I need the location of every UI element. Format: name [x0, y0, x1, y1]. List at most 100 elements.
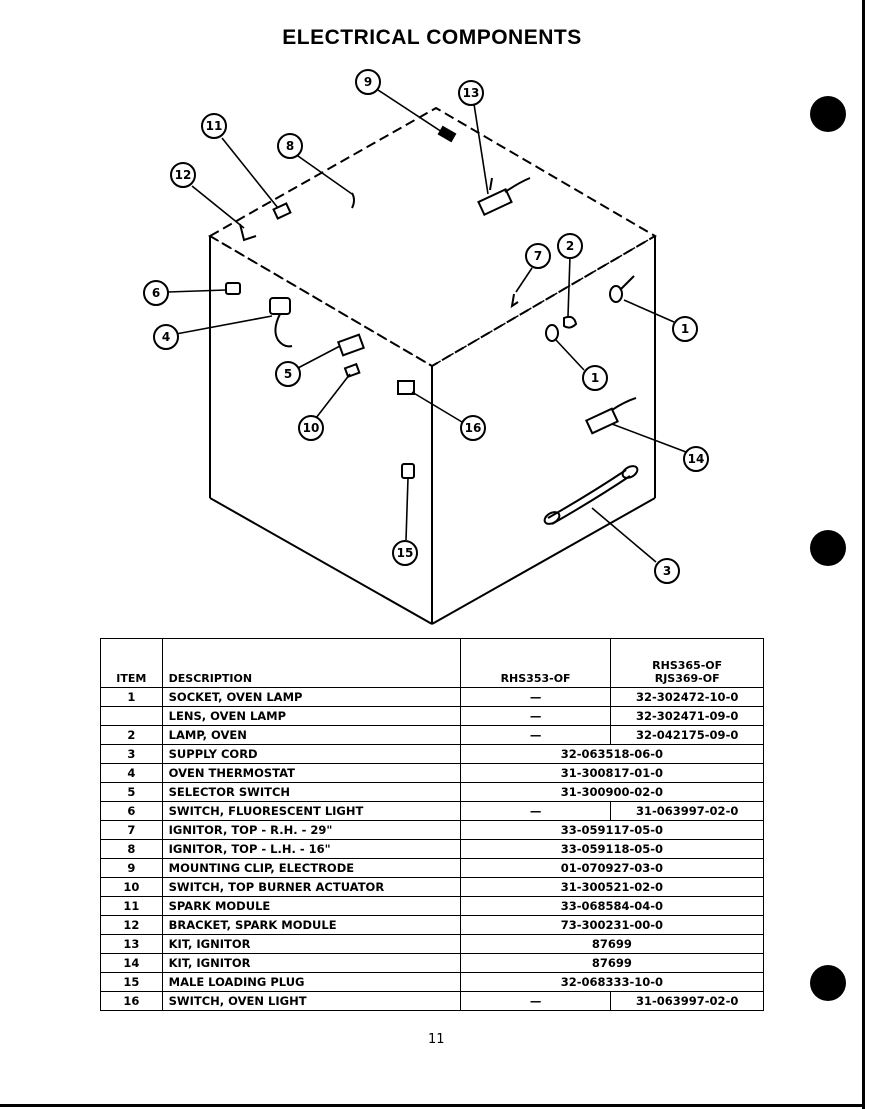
row-item: 3: [100, 744, 163, 764]
binder-hole-bottom: [810, 965, 846, 1001]
header-description: DESCRIPTION: [161, 638, 461, 688]
header-model-b-line2: RJS369-OF: [654, 672, 720, 685]
row-item: 15: [100, 972, 163, 992]
part-male-loading-plug: [401, 463, 415, 479]
part-supply-cord: [543, 465, 639, 525]
callout-9: 9: [364, 75, 372, 89]
table-row: LENS, OVEN LAMP—32-302471-09-0: [100, 706, 764, 726]
row-part-number-a: —: [459, 687, 612, 707]
binder-hole-top: [810, 96, 846, 132]
row-description: OVEN THERMOSTAT: [161, 763, 461, 783]
row-item: 4: [100, 763, 163, 783]
row-item: 10: [100, 877, 163, 897]
row-part-number-shared: 87699: [459, 953, 765, 973]
part-spark-bracket: [239, 223, 257, 242]
part-lamp-socket: [609, 285, 623, 303]
row-part-number-b: 32-042175-09-0: [610, 725, 764, 745]
callout-13: 13: [463, 86, 480, 100]
row-part-number-shared: 32-063518-06-0: [459, 744, 765, 764]
callout-8: 8: [286, 139, 294, 153]
header-model-a: RHS353-OF: [459, 638, 612, 688]
part-spark-module: [272, 202, 292, 220]
row-item: 2: [100, 725, 163, 745]
part-fluorescent-switch: [225, 282, 241, 295]
callout-7: 7: [534, 249, 542, 263]
part-ignitor-left: [351, 192, 355, 209]
row-item: [100, 706, 163, 726]
row-description: SOCKET, OVEN LAMP: [161, 687, 461, 707]
callout-14: 14: [688, 452, 705, 466]
row-item: 9: [100, 858, 163, 878]
callout-1b: 1: [591, 371, 599, 385]
page-number: 11: [428, 1032, 445, 1047]
row-part-number-b: 31-063997-02-0: [610, 801, 764, 821]
row-part-number-shared: 31-300521-02-0: [459, 877, 765, 897]
part-oven-light-switch: [397, 380, 415, 395]
cabinet-hidden-edges: [209, 235, 656, 367]
row-part-number-shared: 01-070927-03-0: [459, 858, 765, 878]
row-part-number-shared: 87699: [459, 934, 765, 954]
callout-12: 12: [175, 168, 192, 182]
callout-1a: 1: [681, 322, 689, 336]
part-selector-switch: [336, 333, 366, 357]
row-part-number-shared: 33-059118-05-0: [459, 839, 765, 859]
row-item: 12: [100, 915, 163, 935]
part-burner-actuator: [343, 362, 361, 379]
callout-6: 6: [152, 286, 160, 300]
part-ignitor-kit-right: [585, 397, 637, 435]
row-description: MALE LOADING PLUG: [161, 972, 461, 992]
row-part-number-shared: 32-068333-10-0: [459, 972, 765, 992]
row-part-number-b: 31-063997-02-0: [610, 991, 764, 1011]
page-title: ELECTRICAL COMPONENTS: [282, 26, 582, 49]
row-description: SWITCH, OVEN LIGHT: [161, 991, 461, 1011]
row-description: KIT, IGNITOR: [161, 953, 461, 973]
page-border-bottom: [0, 1104, 865, 1107]
callout-labels: 9 13 11 8 12 7 2 6 1 4 1 5 10 16 14 15 3: [152, 75, 705, 578]
row-part-number-a: —: [459, 801, 612, 821]
row-description: SELECTOR SWITCH: [161, 782, 461, 802]
row-part-number-shared: 73-300231-00-0: [459, 915, 765, 935]
component-parts: [225, 125, 639, 525]
row-description: LENS, OVEN LAMP: [161, 706, 461, 726]
row-part-number-b: 32-302471-09-0: [610, 706, 764, 726]
callout-2: 2: [566, 239, 574, 253]
parts-table: ITEM DESCRIPTION RHS353-OF RHS365-OF RJS…: [100, 638, 765, 1011]
parts-table-header: ITEM DESCRIPTION RHS353-OF RHS365-OF RJS…: [100, 638, 764, 688]
row-description: SPARK MODULE: [161, 896, 461, 916]
part-ignitor-right: [510, 293, 519, 309]
row-part-number-b: 32-302472-10-0: [610, 687, 764, 707]
part-oven-thermostat: [269, 297, 293, 348]
row-description: IGNITOR, TOP - R.H. - 29": [161, 820, 461, 840]
header-item: ITEM: [100, 638, 163, 688]
callout-5: 5: [284, 367, 292, 381]
row-item: 5: [100, 782, 163, 802]
row-item: 8: [100, 839, 163, 859]
row-description: KIT, IGNITOR: [161, 934, 461, 954]
callout-15: 15: [397, 546, 414, 560]
row-part-number-shared: 33-068584-04-0: [459, 896, 765, 916]
header-model-b-line1: RHS365-OF: [652, 659, 723, 672]
row-description: MOUNTING CLIP, ELECTRODE: [161, 858, 461, 878]
row-part-number-shared: 33-059117-05-0: [459, 820, 765, 840]
binder-hole-middle: [810, 530, 846, 566]
callout-circles: [143, 69, 709, 584]
row-part-number-a: —: [459, 991, 612, 1011]
row-item: 6: [100, 801, 163, 821]
row-item: 7: [100, 820, 163, 840]
callout-11: 11: [206, 119, 223, 133]
part-lamp-lens: [545, 324, 559, 342]
